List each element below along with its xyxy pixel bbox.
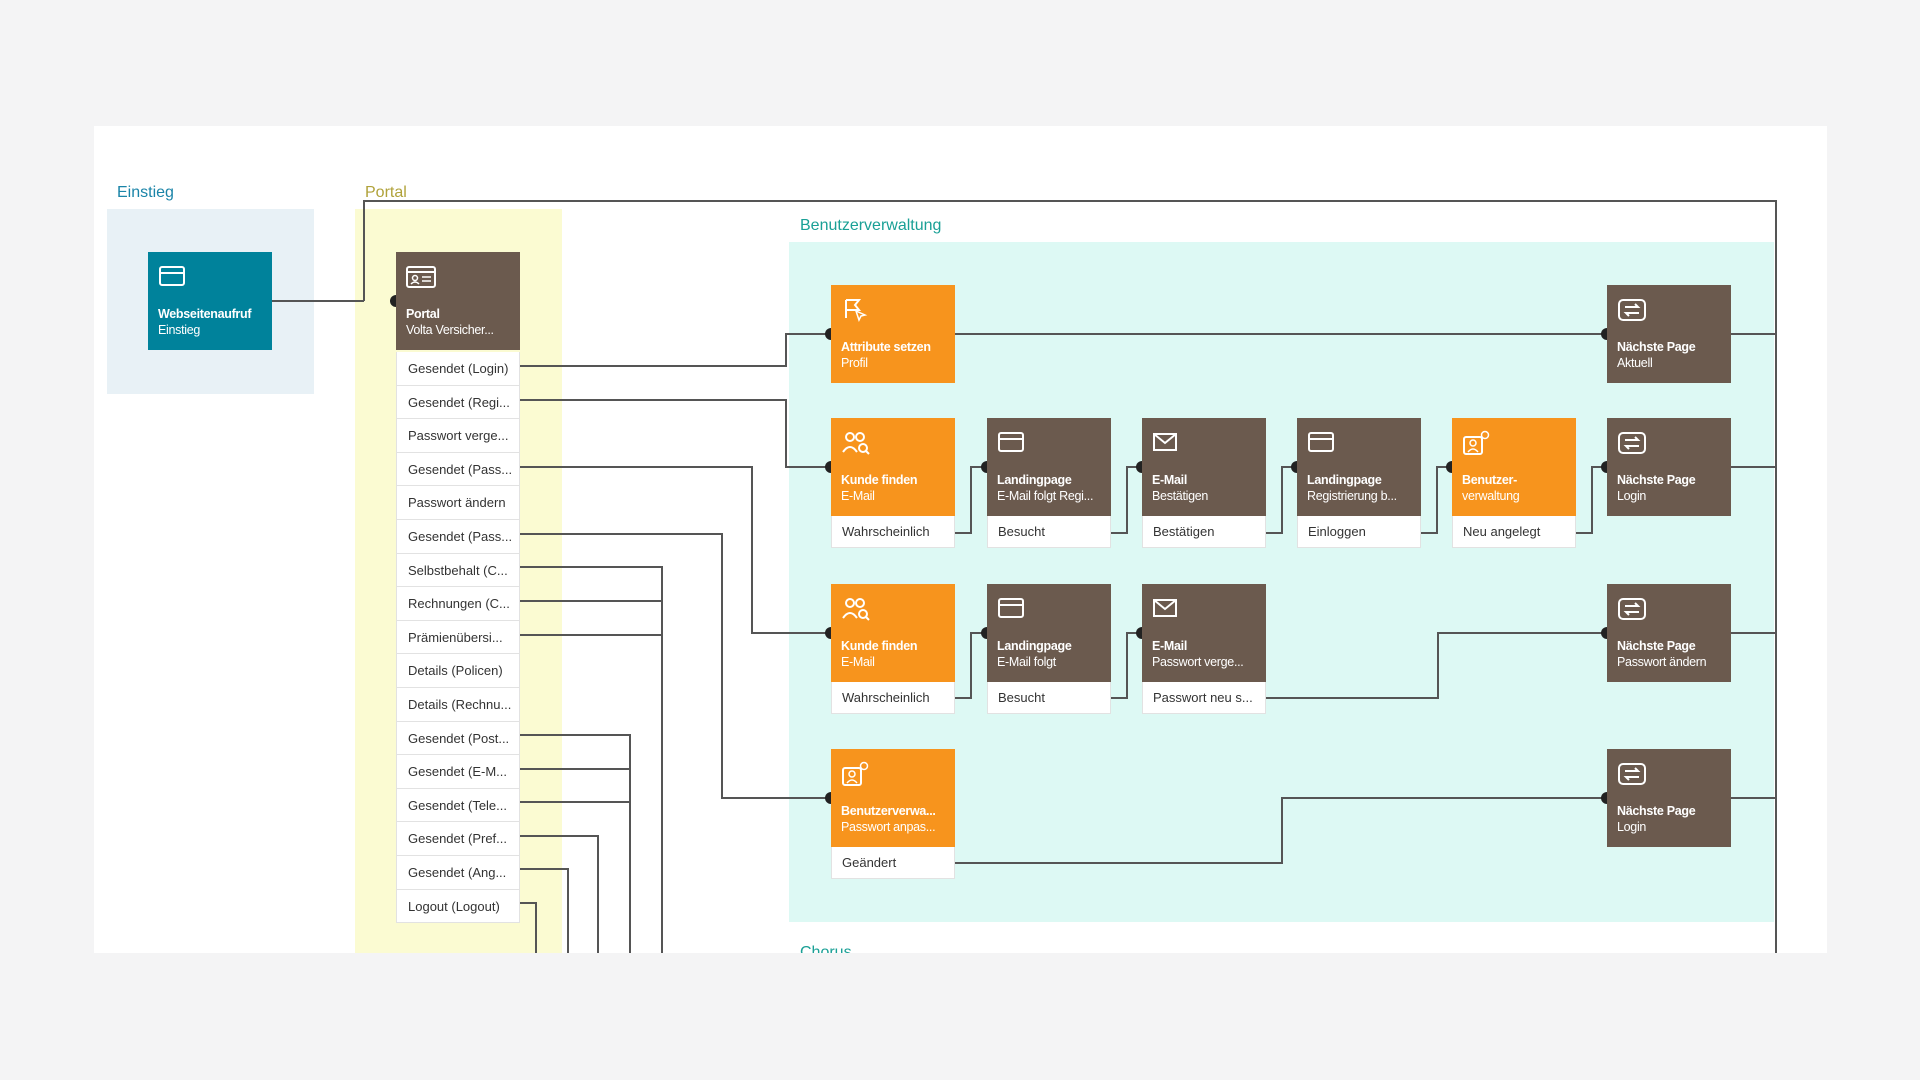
node-subtitle: Aktuell [1617,356,1653,370]
next-page-icon [1618,432,1646,454]
group-label-einstieg[interactable]: Einstieg [117,184,174,201]
portal-output[interactable]: Details (Policen) [396,654,520,688]
node-title: Landingpage [997,473,1072,487]
node-output[interactable]: Geändert [831,847,955,879]
node-kunde-finden-1[interactable]: Kunde finden E-Mail Wahrscheinlich [831,418,955,548]
node-title: Webseitenaufruf [158,307,252,321]
portal-output[interactable]: Prämienübersi... [396,620,520,655]
node-subtitle: E-Mail folgt [997,655,1056,669]
id-card-icon [406,266,436,288]
next-page-icon [1618,598,1646,620]
next-page-icon [1618,763,1646,785]
node-title: Kunde finden [841,639,918,653]
browser-icon [159,266,185,286]
node-naechste-page-login-1[interactable]: Nächste Page Login [1607,418,1731,516]
node-title: Nächste Page [1617,639,1696,653]
users-search-icon [842,432,870,455]
browser-icon [998,598,1024,618]
node-attribute-setzen[interactable]: Attribute setzen Profil [831,285,955,383]
user-gear-icon [1463,430,1490,455]
portal-output[interactable]: Gesendet (Ang... [396,855,520,890]
node-email-1[interactable]: E-Mail Bestätigen Bestätigen [1142,418,1266,548]
node-subtitle: Profil [841,356,868,370]
node-benutzerverwaltung-1[interactable]: Benutzer- verwaltung Neu angelegt [1452,418,1576,548]
portal-output-list: Gesendet (Login) Gesendet (Regi... Passw… [396,352,520,924]
pointer-icon [845,299,868,322]
envelope-icon [1153,433,1177,451]
portal-output[interactable]: Gesendet (Post... [396,721,520,756]
portal-output[interactable]: Gesendet (Pref... [396,822,520,856]
node-subtitle: Bestätigen [1152,489,1209,503]
portal-output[interactable]: Gesendet (Login) [396,352,520,386]
node-subtitle: Login [1617,820,1647,834]
node-title: Nächste Page [1617,473,1696,487]
portal-output[interactable]: Details (Rechnu... [396,687,520,722]
node-subtitle: Passwort ändern [1617,655,1707,669]
node-naechste-page-passwort[interactable]: Nächste Page Passwort ändern [1607,584,1731,682]
node-subtitle: Registrierung b... [1307,489,1397,503]
flow-canvas[interactable]: Einstieg Portal Benutzerverwaltung Choru… [94,126,1827,953]
portal-output[interactable]: Passwort ändern [396,486,520,520]
node-title: Nächste Page [1617,340,1696,354]
node-output[interactable]: Passwort neu s... [1142,682,1266,714]
node-portal[interactable]: Portal Volta Versicher... [396,252,520,350]
user-gear-icon [842,761,869,786]
node-subtitle: Passwort anpas... [841,820,936,834]
node-webseitenaufruf[interactable]: Webseitenaufruf Einstieg [148,252,272,350]
node-output[interactable]: Neu angelegt [1452,516,1576,548]
browser-icon [998,432,1024,452]
node-title: Landingpage [997,639,1072,653]
node-title: Benutzerverwa... [841,804,936,818]
portal-output[interactable]: Gesendet (Regi... [396,385,520,420]
node-benutzerverwaltung-2[interactable]: Benutzerverwa... Passwort anpas... Geänd… [831,749,955,879]
node-subtitle: E-Mail folgt Regi... [997,489,1094,503]
node-title: Benutzer- [1462,473,1517,487]
node-landingpage-2[interactable]: Landingpage Registrierung b... Einloggen [1297,418,1421,548]
node-naechste-page-aktuell[interactable]: Nächste Page Aktuell [1607,285,1731,383]
portal-output[interactable]: Gesendet (Tele... [396,788,520,823]
node-title: Kunde finden [841,473,918,487]
node-subtitle: Einstieg [158,323,201,337]
node-subtitle: Volta Versicher... [406,323,494,337]
node-output[interactable]: Einloggen [1297,516,1421,548]
node-output[interactable]: Besucht [987,682,1111,714]
node-kunde-finden-2[interactable]: Kunde finden E-Mail Wahrscheinlich [831,584,955,714]
node-subtitle: verwaltung [1462,489,1520,503]
node-title: Landingpage [1307,473,1382,487]
node-title: Portal [406,307,440,321]
node-output[interactable]: Wahrscheinlich [831,682,955,714]
next-page-icon [1618,299,1646,321]
portal-output[interactable]: Passwort verge... [396,419,520,453]
portal-output[interactable]: Gesendet (Pass... [396,519,520,554]
portal-output[interactable]: Rechnungen (C... [396,587,520,621]
node-subtitle: E-Mail [841,655,875,669]
node-title: Attribute setzen [841,340,931,354]
portal-output[interactable]: Gesendet (E-M... [396,755,520,789]
group-label-portal[interactable]: Portal [365,184,407,201]
group-label-benutzerverwaltung[interactable]: Benutzerverwaltung [800,217,942,234]
node-subtitle: Passwort verge... [1152,655,1244,669]
users-search-icon [842,598,870,621]
envelope-icon [1153,599,1177,617]
node-output[interactable]: Besucht [987,516,1111,548]
portal-output[interactable]: Selbstbehalt (C... [396,553,520,588]
node-landingpage-3[interactable]: Landingpage E-Mail folgt Besucht [987,584,1111,714]
portal-output[interactable]: Logout (Logout) [396,889,520,924]
node-output[interactable]: Bestätigen [1142,516,1266,548]
node-landingpage-1[interactable]: Landingpage E-Mail folgt Regi... Besucht [987,418,1111,548]
node-naechste-page-login-2[interactable]: Nächste Page Login [1607,749,1731,847]
node-title: Nächste Page [1617,804,1696,818]
node-email-2[interactable]: E-Mail Passwort verge... Passwort neu s.… [1142,584,1266,714]
node-title: E-Mail [1152,473,1188,487]
node-output[interactable]: Wahrscheinlich [831,516,955,548]
browser-icon [1308,432,1334,452]
node-subtitle: E-Mail [841,489,875,503]
node-subtitle: Login [1617,489,1647,503]
group-label-next[interactable]: Chorus [800,944,852,953]
node-title: E-Mail [1152,639,1188,653]
portal-output[interactable]: Gesendet (Pass... [396,452,520,487]
